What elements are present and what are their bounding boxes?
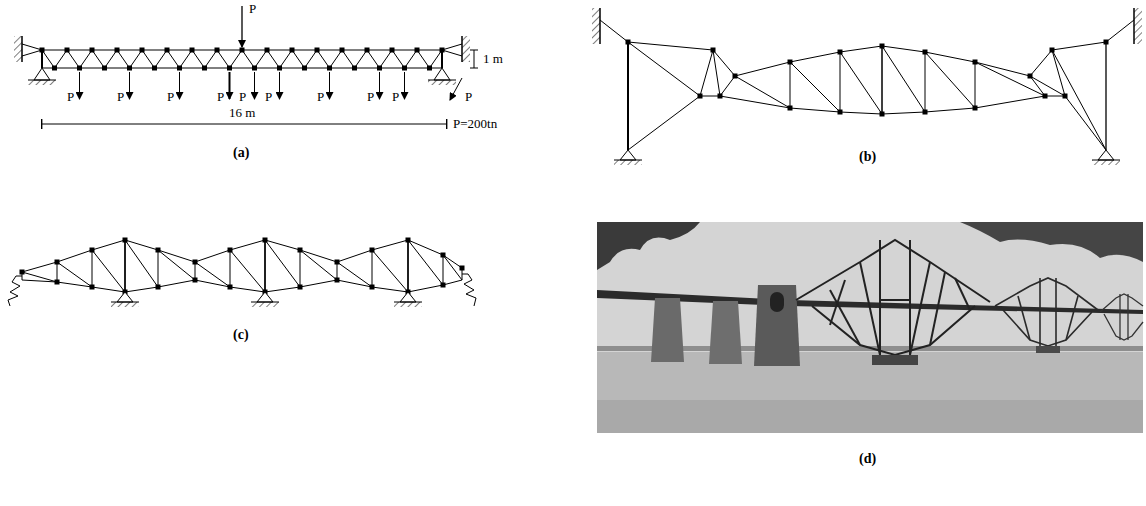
truss-b <box>592 8 1142 165</box>
truss-c <box>8 240 476 307</box>
load-label: P <box>66 90 75 104</box>
dimension-label: 1 m <box>482 52 504 66</box>
panel-label: (a) <box>232 146 250 160</box>
load-label: P <box>238 90 247 104</box>
load-label: P <box>166 90 175 104</box>
load-label: P <box>264 90 273 104</box>
panel-label: (d) <box>858 452 877 466</box>
load-label: P <box>216 90 225 104</box>
load-label: P <box>316 90 325 104</box>
load-label: P <box>116 90 125 104</box>
bridge-photo <box>597 222 1143 433</box>
truss-a <box>14 6 478 124</box>
load-value: P=200tn <box>452 117 498 131</box>
dimension-label: 16 m <box>228 106 256 120</box>
panel-label: (c) <box>232 328 250 342</box>
load-label: P <box>248 2 257 16</box>
panel-label: (b) <box>858 150 877 164</box>
load-label: P <box>464 90 473 104</box>
load-label: P <box>391 90 400 104</box>
load-label: P <box>366 90 375 104</box>
